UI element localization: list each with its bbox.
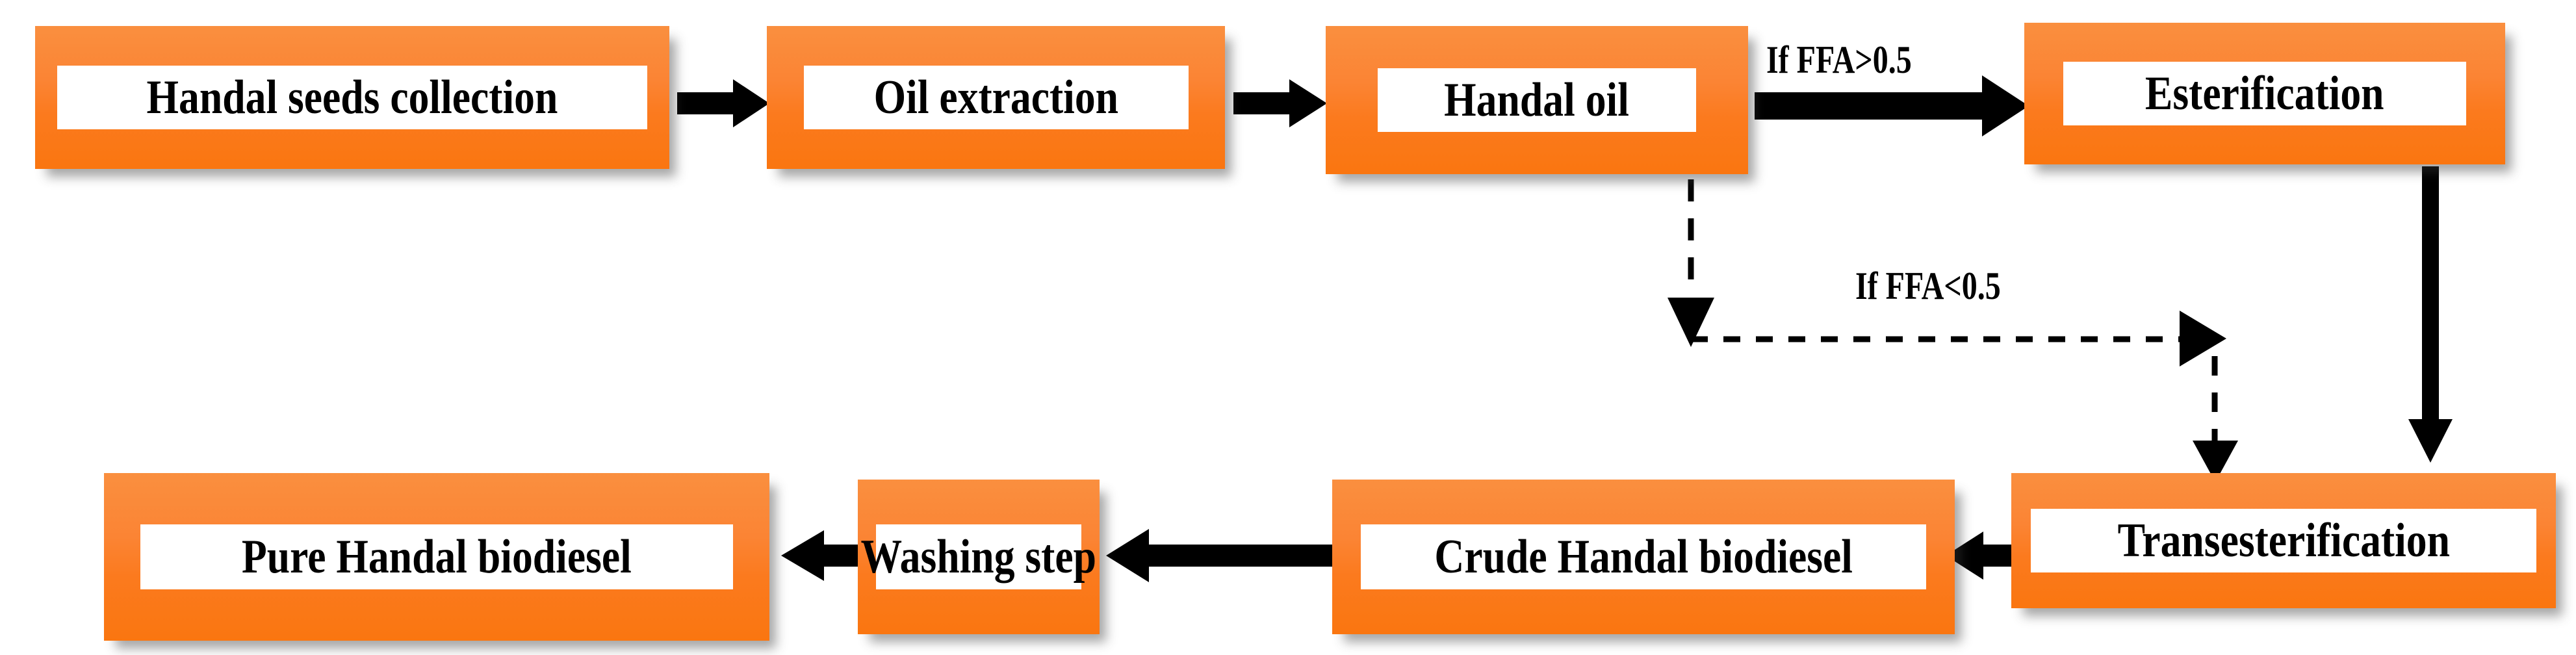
arrow-seeds-to-extraction — [677, 79, 769, 127]
arrow-esterification-to-transesterification — [2408, 166, 2453, 463]
node-plate: Washing step — [861, 524, 1096, 589]
arrow-crude-to-washing — [1106, 529, 1332, 582]
arrow-transesterification-to-crude — [1946, 532, 2020, 580]
node-handal-oil[interactable]: Handal oil — [1326, 26, 1748, 174]
node-plate: Pure Handal biodiesel — [140, 524, 733, 589]
node-handal-seeds-collection[interactable]: Handal seeds collection — [35, 26, 669, 169]
node-washing-step[interactable]: Washing step — [858, 480, 1100, 634]
node-crude-handal-biodiesel[interactable]: Crude Handal biodiesel — [1332, 480, 1955, 634]
node-label-handal-oil: Handal oil — [1444, 73, 1630, 127]
node-plate: Esterification — [2063, 62, 2466, 125]
edge-label-if-ffa-less-than: If FFA<0.5 — [1855, 264, 2001, 307]
arrow-washing-to-pure — [781, 530, 859, 581]
arrow-oil-to-esterification — [1755, 75, 2029, 136]
arrow-bypass-oil-to-transesterification — [1668, 179, 2238, 482]
node-oil-extraction[interactable]: Oil extraction — [767, 26, 1225, 169]
node-plate: Transesterification — [2031, 509, 2536, 572]
node-pure-handal-biodiesel[interactable]: Pure Handal biodiesel — [104, 473, 769, 641]
node-label-crude-handal-biodiesel: Crude Handal biodiesel — [1434, 530, 1853, 584]
node-transesterification[interactable]: Transesterification — [2011, 473, 2556, 608]
node-label-pure-handal-biodiesel: Pure Handal biodiesel — [242, 530, 632, 584]
node-esterification[interactable]: Esterification — [2024, 23, 2505, 164]
node-label-washing-step: Washing step — [860, 530, 1097, 584]
node-label-oil-extraction: Oil extraction — [873, 71, 1118, 124]
node-plate: Handal seeds collection — [57, 66, 647, 129]
node-label-handal-seeds-collection: Handal seeds collection — [146, 71, 558, 124]
node-label-esterification: Esterification — [2145, 67, 2384, 120]
arrow-extraction-to-oil — [1233, 79, 1327, 127]
node-plate: Crude Handal biodiesel — [1361, 524, 1926, 589]
edge-label-if-ffa-greater-than: If FFA>0.5 — [1766, 38, 1912, 81]
node-plate: Oil extraction — [803, 66, 1189, 129]
node-label-transesterification: Transesterification — [2117, 514, 2450, 567]
node-plate: Handal oil — [1378, 68, 1696, 132]
